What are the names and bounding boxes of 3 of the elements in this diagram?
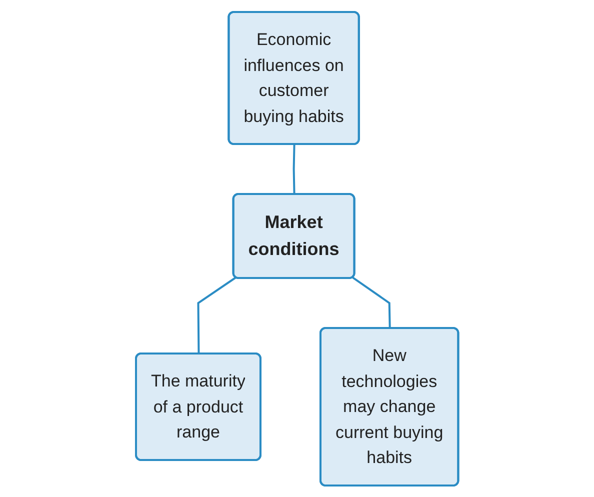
connector — [352, 276, 391, 328]
connector — [292, 144, 296, 194]
connector — [197, 276, 236, 354]
